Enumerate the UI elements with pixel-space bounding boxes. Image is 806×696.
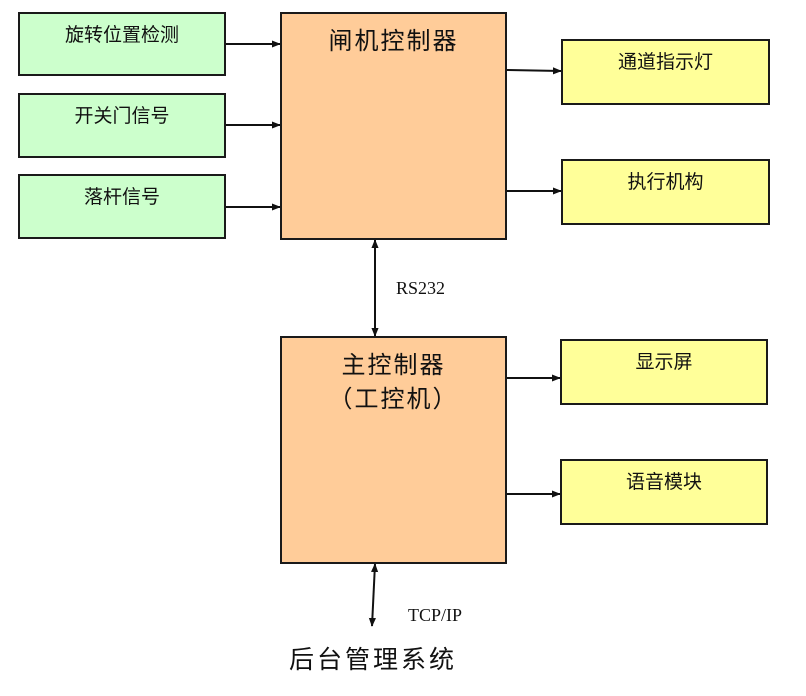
node-channel-indicator: 通道指示灯 (561, 39, 770, 105)
node-main-controller-label-line1: 主控制器 (341, 351, 446, 379)
node-display-label: 显示屏 (635, 351, 693, 373)
node-main-controller: 主控制器 （工控机） (280, 336, 507, 564)
node-display: 显示屏 (560, 339, 768, 405)
node-rotation-detect: 旋转位置检测 (18, 12, 226, 76)
node-door-signal: 开关门信号 (18, 93, 226, 158)
node-door-signal-label: 开关门信号 (74, 105, 170, 127)
node-voice-module-label: 语音模块 (625, 471, 702, 493)
edge-label-rs232: RS232 (396, 278, 446, 298)
edge-label-tcpip: TCP/IP (408, 605, 463, 625)
node-voice-module: 语音模块 (560, 459, 768, 525)
node-main-controller-label-line2: （工控机） (328, 385, 459, 413)
arrow-gate-to-indicator (506, 67, 562, 75)
node-bar-drop-signal-label: 落杆信号 (83, 186, 160, 208)
node-actuator: 执行机构 (561, 159, 770, 225)
node-gate-controller-label: 闸机控制器 (328, 27, 459, 55)
backend-system-label: 后台管理系统 (289, 645, 458, 674)
node-gate-controller: 闸机控制器 (280, 12, 507, 240)
node-rotation-detect-label: 旋转位置检测 (64, 24, 179, 46)
node-bar-drop-signal: 落杆信号 (18, 174, 226, 239)
arrow-tcpip-bidirectional (368, 563, 379, 627)
node-channel-indicator-label: 通道指示灯 (617, 51, 713, 73)
node-actuator-label: 执行机构 (627, 171, 704, 193)
